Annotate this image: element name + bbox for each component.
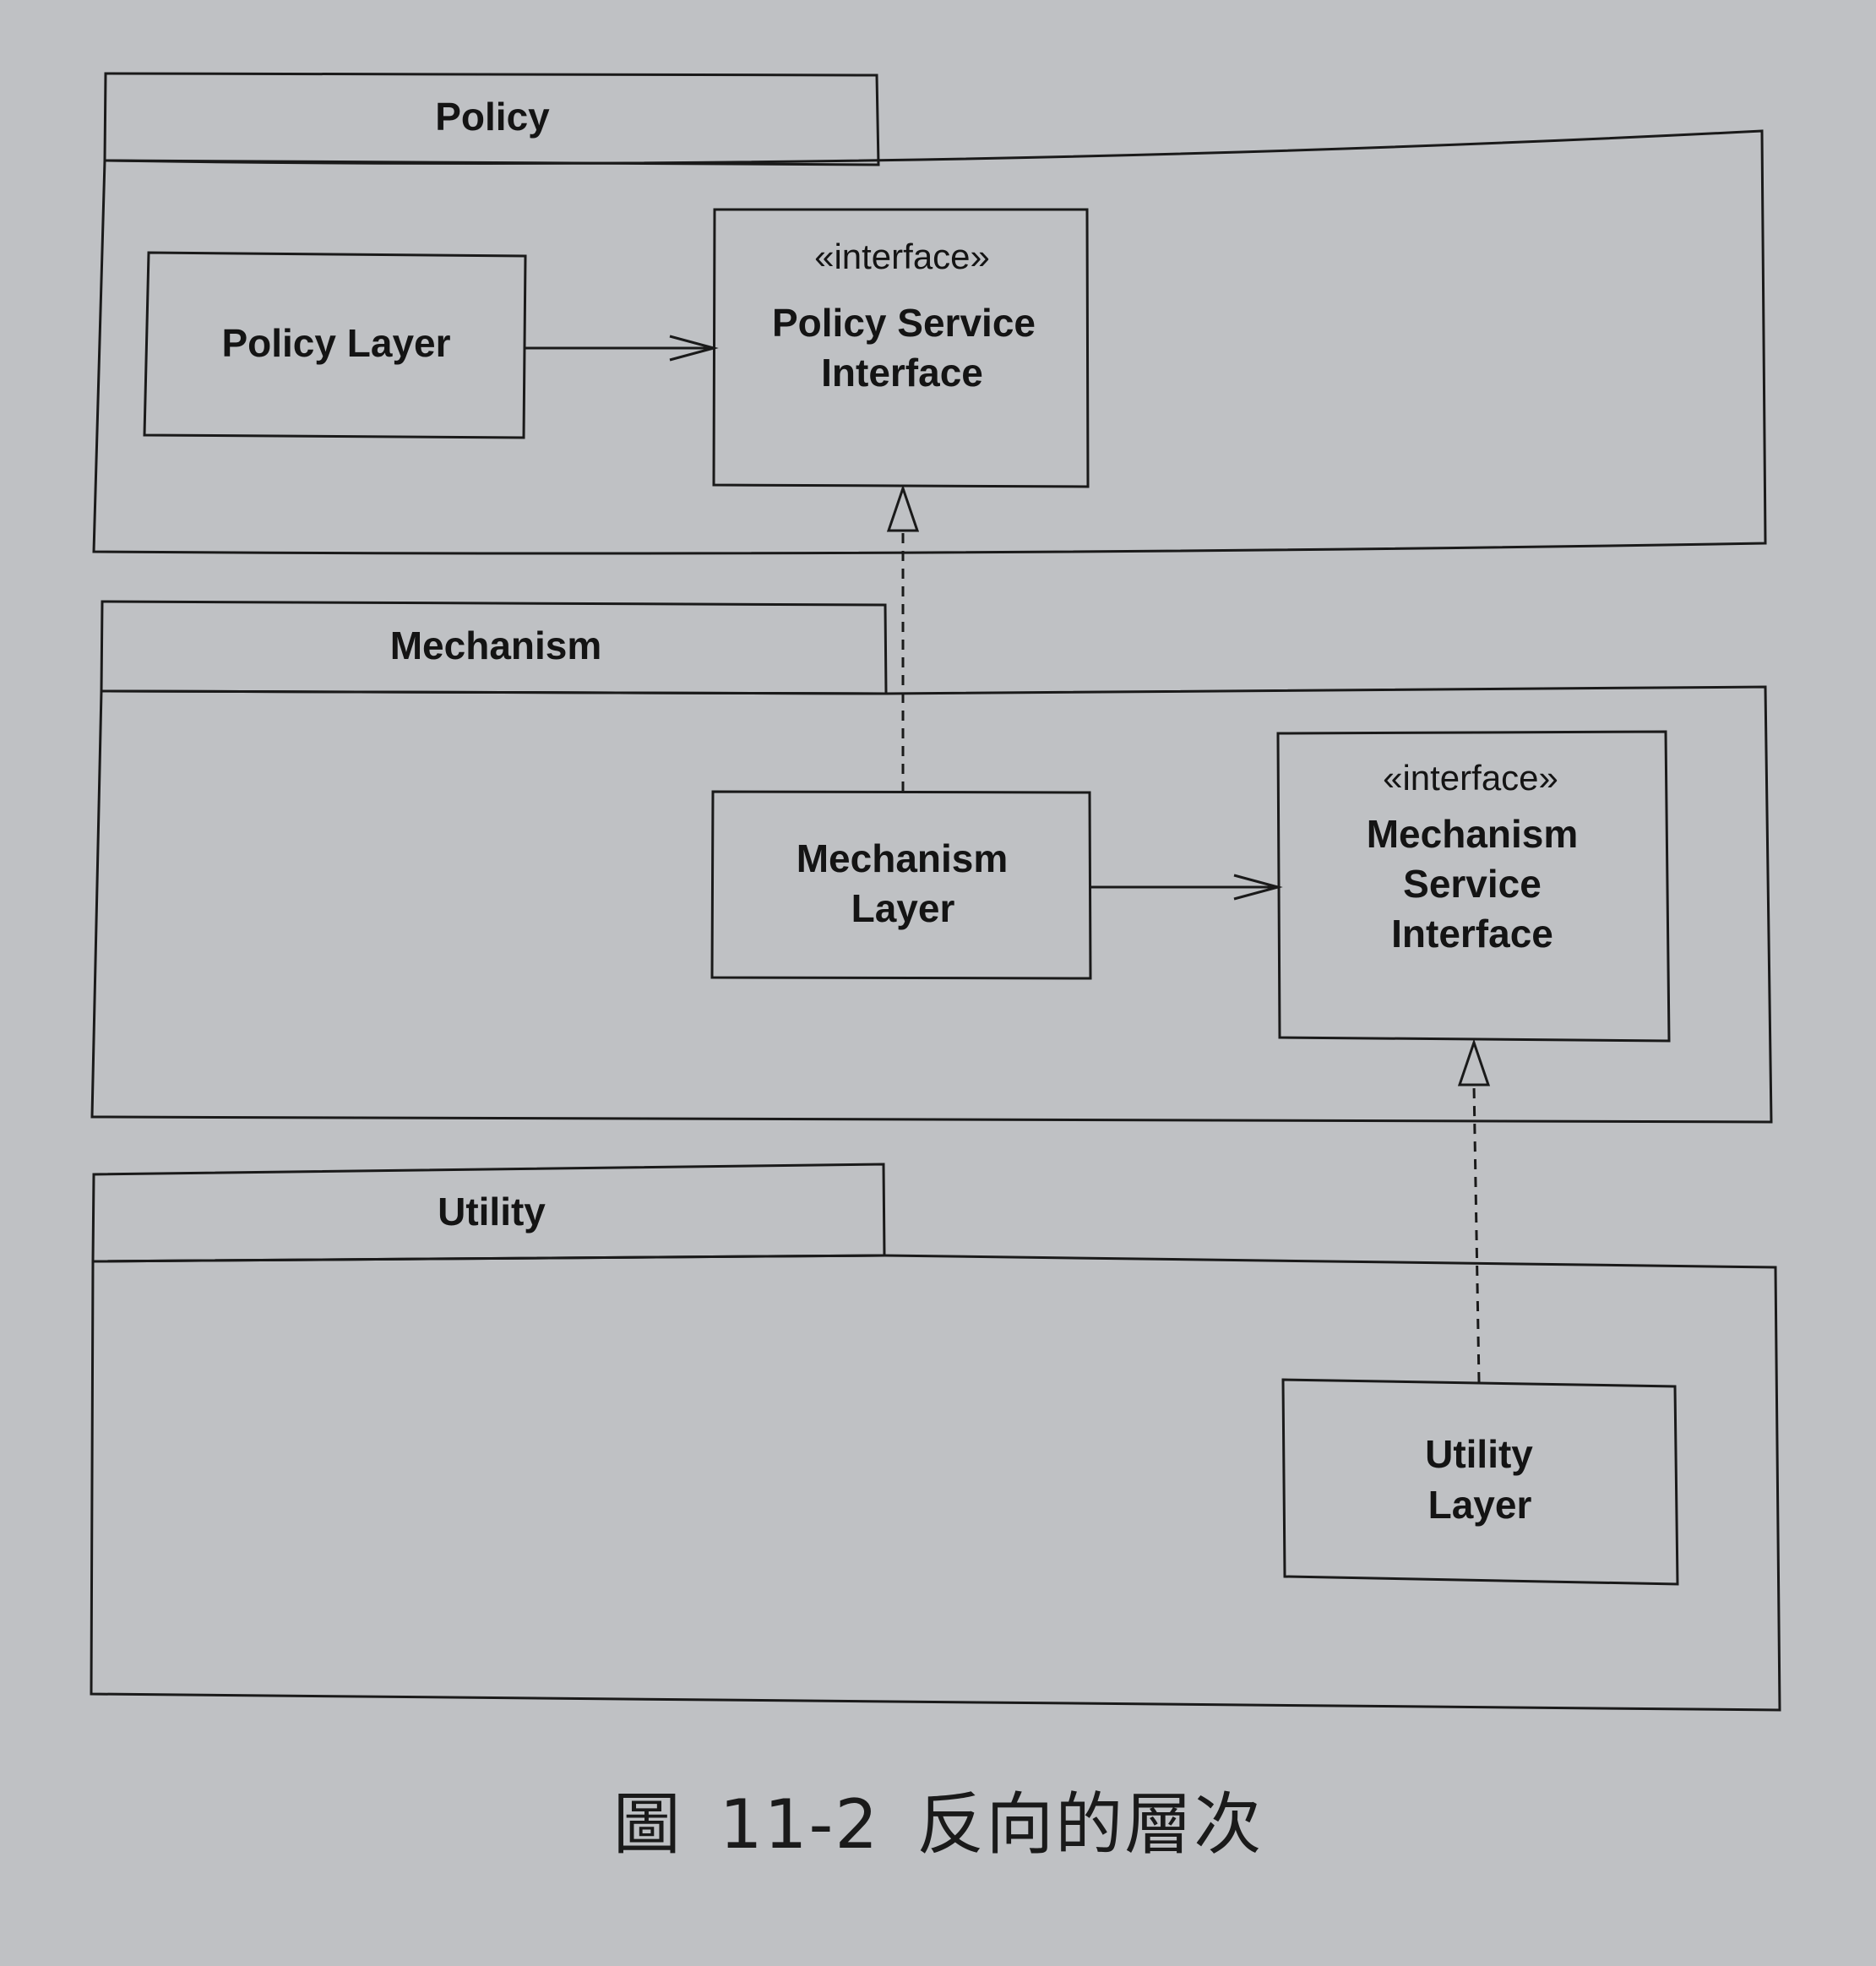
class-mechanism-layer-line-2: Layer [851,886,955,930]
stereotype-label: «interface» [1383,758,1558,798]
package-policy: Policy [92,72,1767,555]
package-mechanism-body [90,685,1773,1124]
stereotype-label: «interface» [814,237,990,276]
class-mechanism-service-interface-line-1: Mechanism [1367,812,1579,856]
figure-caption: 圖 11-2 反向的層次 [0,1770,1876,1868]
package-policy-tab [103,72,880,166]
package-utility-body [90,1254,1781,1712]
caption-label: 圖 [612,1785,682,1864]
class-mechanism-layer-box [710,790,1092,980]
class-utility-layer-line-2: Layer [1428,1483,1532,1527]
class-policy-service-interface-line-1: Policy Service [772,301,1036,345]
class-mechanism-service-interface-line-2: Service [1403,862,1542,906]
package-utility-label: Utility [438,1190,546,1234]
class-mechanism-service-interface: «interface» Mechanism Service Interface [1276,730,1671,1043]
class-utility-layer-line-1: Utility [1425,1432,1533,1476]
caption-number: 11-2 [719,1785,880,1864]
class-policy-layer: Policy Layer [143,251,527,439]
realization-utility-layer-to-mechanism-service-interface [1457,1038,1491,1383]
class-policy-layer-label: Policy Layer [221,321,450,365]
class-mechanism-layer: Mechanism Layer [710,790,1092,980]
package-utility: Utility [90,1163,1781,1712]
class-policy-service-interface-line-2: Interface [821,351,983,395]
realization-mechanism-layer-to-policy-service-interface [886,484,920,792]
caption-title: 反向的層次 [916,1785,1264,1864]
class-policy-layer-box [143,251,527,439]
package-policy-label: Policy [435,95,550,139]
class-utility-layer: Utility Layer [1281,1378,1679,1586]
class-policy-service-interface-box [712,208,1090,488]
package-mechanism: Mechanism [90,600,1773,1124]
package-mechanism-label: Mechanism [390,624,602,667]
class-mechanism-service-interface-box [1276,730,1671,1043]
class-mechanism-layer-line-1: Mechanism [797,836,1009,880]
class-policy-service-interface: «interface» Policy Service Interface [712,208,1090,488]
realization-arrowhead [886,484,920,532]
class-utility-layer-box [1281,1378,1679,1586]
class-mechanism-service-interface-line-3: Interface [1391,912,1553,956]
realization-arrowhead [1457,1038,1491,1086]
package-policy-body [92,129,1767,555]
